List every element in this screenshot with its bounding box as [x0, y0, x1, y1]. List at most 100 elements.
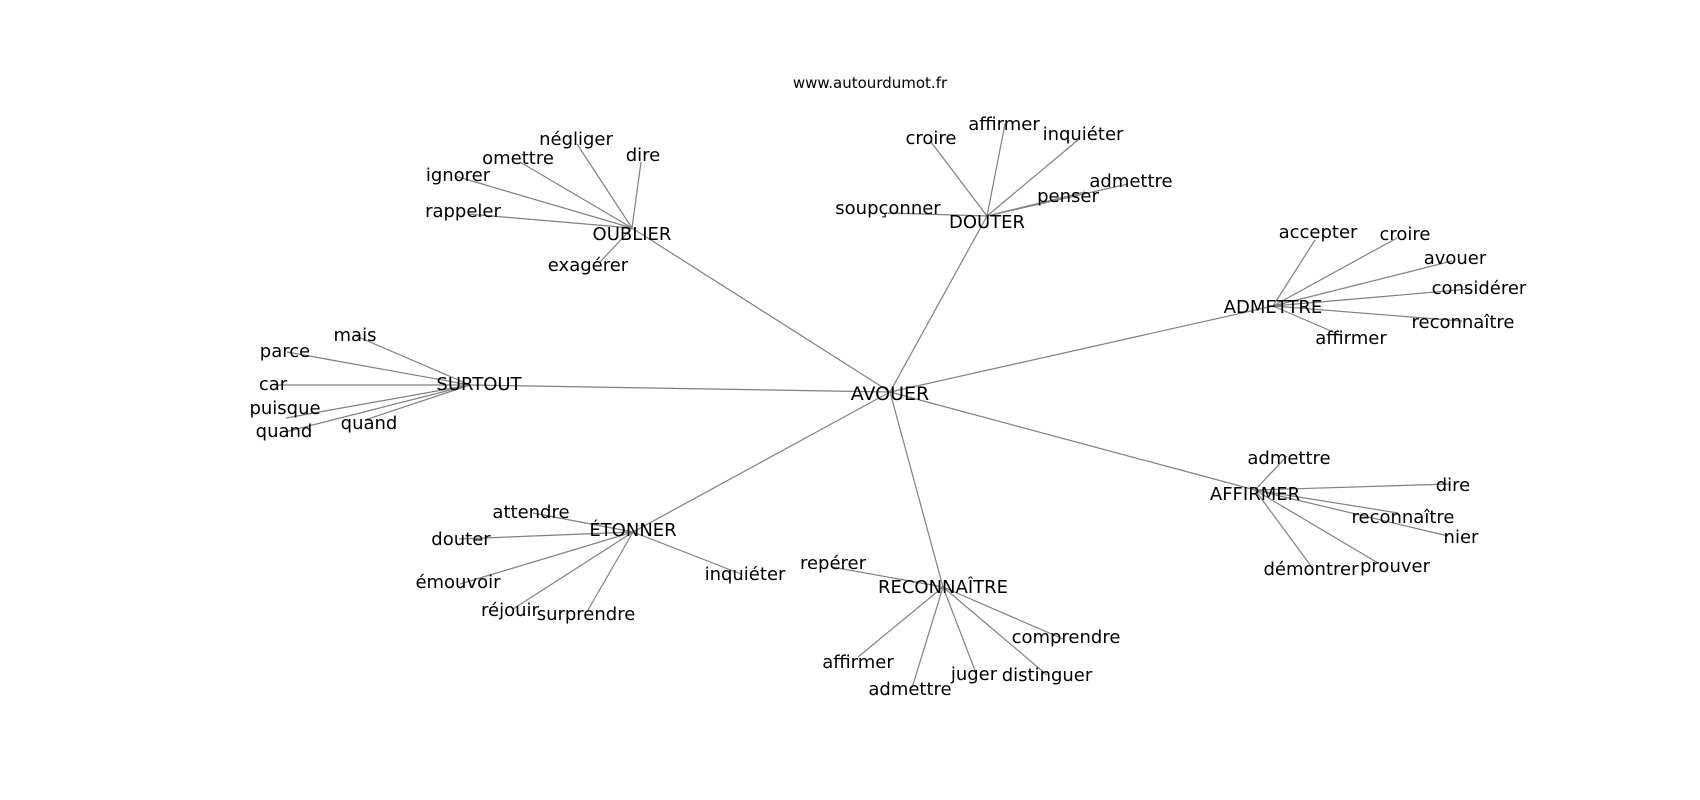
leaf-node-affirmer-nier-3: nier: [1444, 527, 1479, 548]
leaf-node-oublier-omettre-2: omettre: [482, 148, 554, 169]
leaf-node-douter-soupconner-5: soupçonner: [835, 198, 941, 219]
leaf-node-surtout-quand-5: quand: [256, 421, 313, 442]
leaf-node-admettre-reconnaitre-4: reconnaître: [1412, 312, 1515, 333]
leaf-node-admettre-affirmer-5: affirmer: [1315, 328, 1387, 349]
edge-center-to-etonner: [632, 391, 891, 533]
leaf-node-reconnaitre-comprendre-1: comprendre: [1012, 627, 1121, 648]
leaf-node-affirmer-reconnaitre-2: reconnaître: [1352, 507, 1455, 528]
edge-etonner-to-attendre-0: [532, 512, 634, 533]
hub-node-affirmer: AFFIRMER: [1210, 484, 1300, 505]
leaf-node-admettre-considerer-3: considérer: [1432, 278, 1527, 299]
edge-oublier-to-rappeler-4: [467, 213, 633, 229]
hub-node-oublier: OUBLIER: [593, 224, 672, 245]
edge-admettre-to-considerer-3: [1272, 288, 1471, 307]
edge-oublier-to-ignorer-3: [454, 175, 633, 229]
leaf-node-oublier-dire-1: dire: [626, 145, 661, 166]
edge-center-to-douter: [889, 215, 988, 393]
edge-etonner-to-emouvoir-2: [459, 531, 634, 585]
edge-surtout-to-quand-4: [364, 384, 471, 421]
edge-center-to-reconnaitre: [889, 391, 944, 588]
hub-node-douter: DOUTER: [949, 212, 1025, 233]
leaf-node-reconnaitre-reperer-0: repérer: [800, 553, 867, 574]
site-caption: www.autourdumot.fr: [793, 74, 948, 92]
leaf-node-surtout-car-2: car: [259, 374, 288, 395]
edge-reconnaitre-to-reperer-0: [831, 566, 944, 588]
edge-center-to-affirmer: [889, 391, 1256, 491]
leaf-node-reconnaitre-admettre-4: admettre: [868, 679, 951, 700]
edge-douter-to-affirmer-1: [986, 123, 1006, 217]
leaf-node-douter-admettre-3: admettre: [1089, 171, 1172, 192]
edge-surtout-to-quand-5: [284, 384, 471, 433]
leaf-node-admettre-avouer-2: avouer: [1424, 248, 1487, 269]
leaf-node-douter-affirmer-1: affirmer: [968, 114, 1040, 135]
leaf-node-etonner-rejouir-3: réjouir: [481, 600, 540, 621]
leaf-node-surtout-mais-0: mais: [334, 325, 377, 346]
leaf-node-oublier-exagerer-5: exagérer: [548, 255, 629, 276]
edge-affirmer-to-prouver-4: [1254, 489, 1379, 564]
edge-oublier-to-omettre-2: [519, 161, 633, 229]
edge-admettre-to-reconnaitre-4: [1272, 305, 1463, 322]
edge-reconnaitre-to-affirmer-5: [857, 586, 944, 658]
edges-layer: [274, 123, 1471, 689]
edge-affirmer-to-nier-3: [1254, 489, 1449, 537]
edge-surtout-to-mais-0: [355, 335, 471, 386]
edge-etonner-to-inquieter-5: [632, 531, 742, 575]
edge-center-to-admettre: [889, 305, 1274, 393]
leaf-node-etonner-attendre-0: attendre: [492, 502, 569, 523]
leaf-node-surtout-parce-1: parce: [260, 341, 310, 362]
leaf-node-oublier-rappeler-4: rappeler: [425, 201, 501, 222]
leaf-node-etonner-emouvoir-2: émouvoir: [415, 572, 501, 593]
edge-affirmer-to-reconnaitre-2: [1254, 489, 1399, 514]
leaf-node-admettre-accepter-0: accepter: [1279, 222, 1358, 243]
edge-douter-to-soupconner-5: [887, 212, 988, 217]
leaf-node-etonner-douter-1: douter: [431, 529, 491, 550]
leaf-node-reconnaitre-affirmer-5: affirmer: [822, 652, 894, 673]
edge-center-to-surtout: [469, 384, 891, 393]
leaf-node-affirmer-demontrer-5: démontrer: [1264, 559, 1360, 580]
edge-etonner-to-rejouir-3: [512, 531, 634, 610]
edge-oublier-to-dire-1: [631, 161, 642, 229]
edge-affirmer-to-admettre-0: [1254, 455, 1288, 491]
edge-douter-to-penser-4: [986, 191, 1086, 217]
edge-etonner-to-douter-1: [458, 531, 634, 540]
leaf-node-douter-penser-4: penser: [1037, 186, 1099, 207]
leaf-node-affirmer-prouver-4: prouver: [1360, 556, 1431, 577]
edge-oublier-to-exagerer-5: [599, 227, 633, 263]
leaf-node-surtout-puisque-3: puisque: [249, 398, 320, 419]
edge-affirmer-to-demontrer-5: [1254, 489, 1312, 567]
edge-douter-to-croire-0: [930, 141, 988, 217]
leaf-node-douter-inquieter-2: inquiéter: [1043, 124, 1124, 145]
edge-admettre-to-accepter-0: [1272, 239, 1316, 307]
edge-center-to-oublier: [631, 227, 891, 393]
edge-affirmer-to-dire-1: [1254, 483, 1451, 491]
leaf-node-reconnaitre-distinguer-2: distinguer: [1002, 665, 1093, 686]
hub-node-surtout: SURTOUT: [436, 374, 522, 395]
edge-surtout-to-puisque-3: [285, 384, 471, 419]
hub-node-admettre: ADMETTRE: [1224, 297, 1323, 318]
leaf-node-reconnaitre-juger-3: juger: [950, 664, 998, 685]
edge-admettre-to-affirmer-5: [1272, 305, 1339, 335]
leaf-node-oublier-ignorer-3: ignorer: [426, 165, 491, 186]
edge-surtout-to-parce-1: [286, 351, 471, 386]
edge-reconnaitre-to-admettre-4: [911, 586, 944, 689]
leaf-node-etonner-surprendre-4: surprendre: [537, 604, 636, 625]
edge-etonner-to-surprendre-4: [587, 531, 634, 611]
leaf-node-etonner-inquieter-5: inquiéter: [705, 564, 786, 585]
leaf-node-affirmer-admettre-0: admettre: [1247, 448, 1330, 469]
leaf-node-douter-croire-0: croire: [906, 128, 957, 149]
edge-oublier-to-negliger-0: [576, 143, 633, 229]
edge-reconnaitre-to-distinguer-2: [942, 586, 1048, 676]
edge-admettre-to-croire-1: [1272, 237, 1398, 307]
leaf-node-affirmer-dire-1: dire: [1436, 475, 1471, 496]
leaf-node-admettre-croire-1: croire: [1380, 224, 1431, 245]
edge-admettre-to-avouer-2: [1272, 260, 1453, 307]
edge-reconnaitre-to-juger-3: [942, 586, 977, 674]
leaf-node-surtout-quand-4: quand: [341, 413, 398, 434]
edge-douter-to-inquieter-2: [986, 139, 1079, 217]
leaf-node-oublier-negliger-0: négliger: [539, 129, 613, 150]
center-node-label: AVOUER: [851, 383, 930, 405]
hub-node-etonner: ÉTONNER: [589, 519, 676, 541]
hub-node-reconnaitre: RECONNAÎTRE: [878, 576, 1008, 598]
